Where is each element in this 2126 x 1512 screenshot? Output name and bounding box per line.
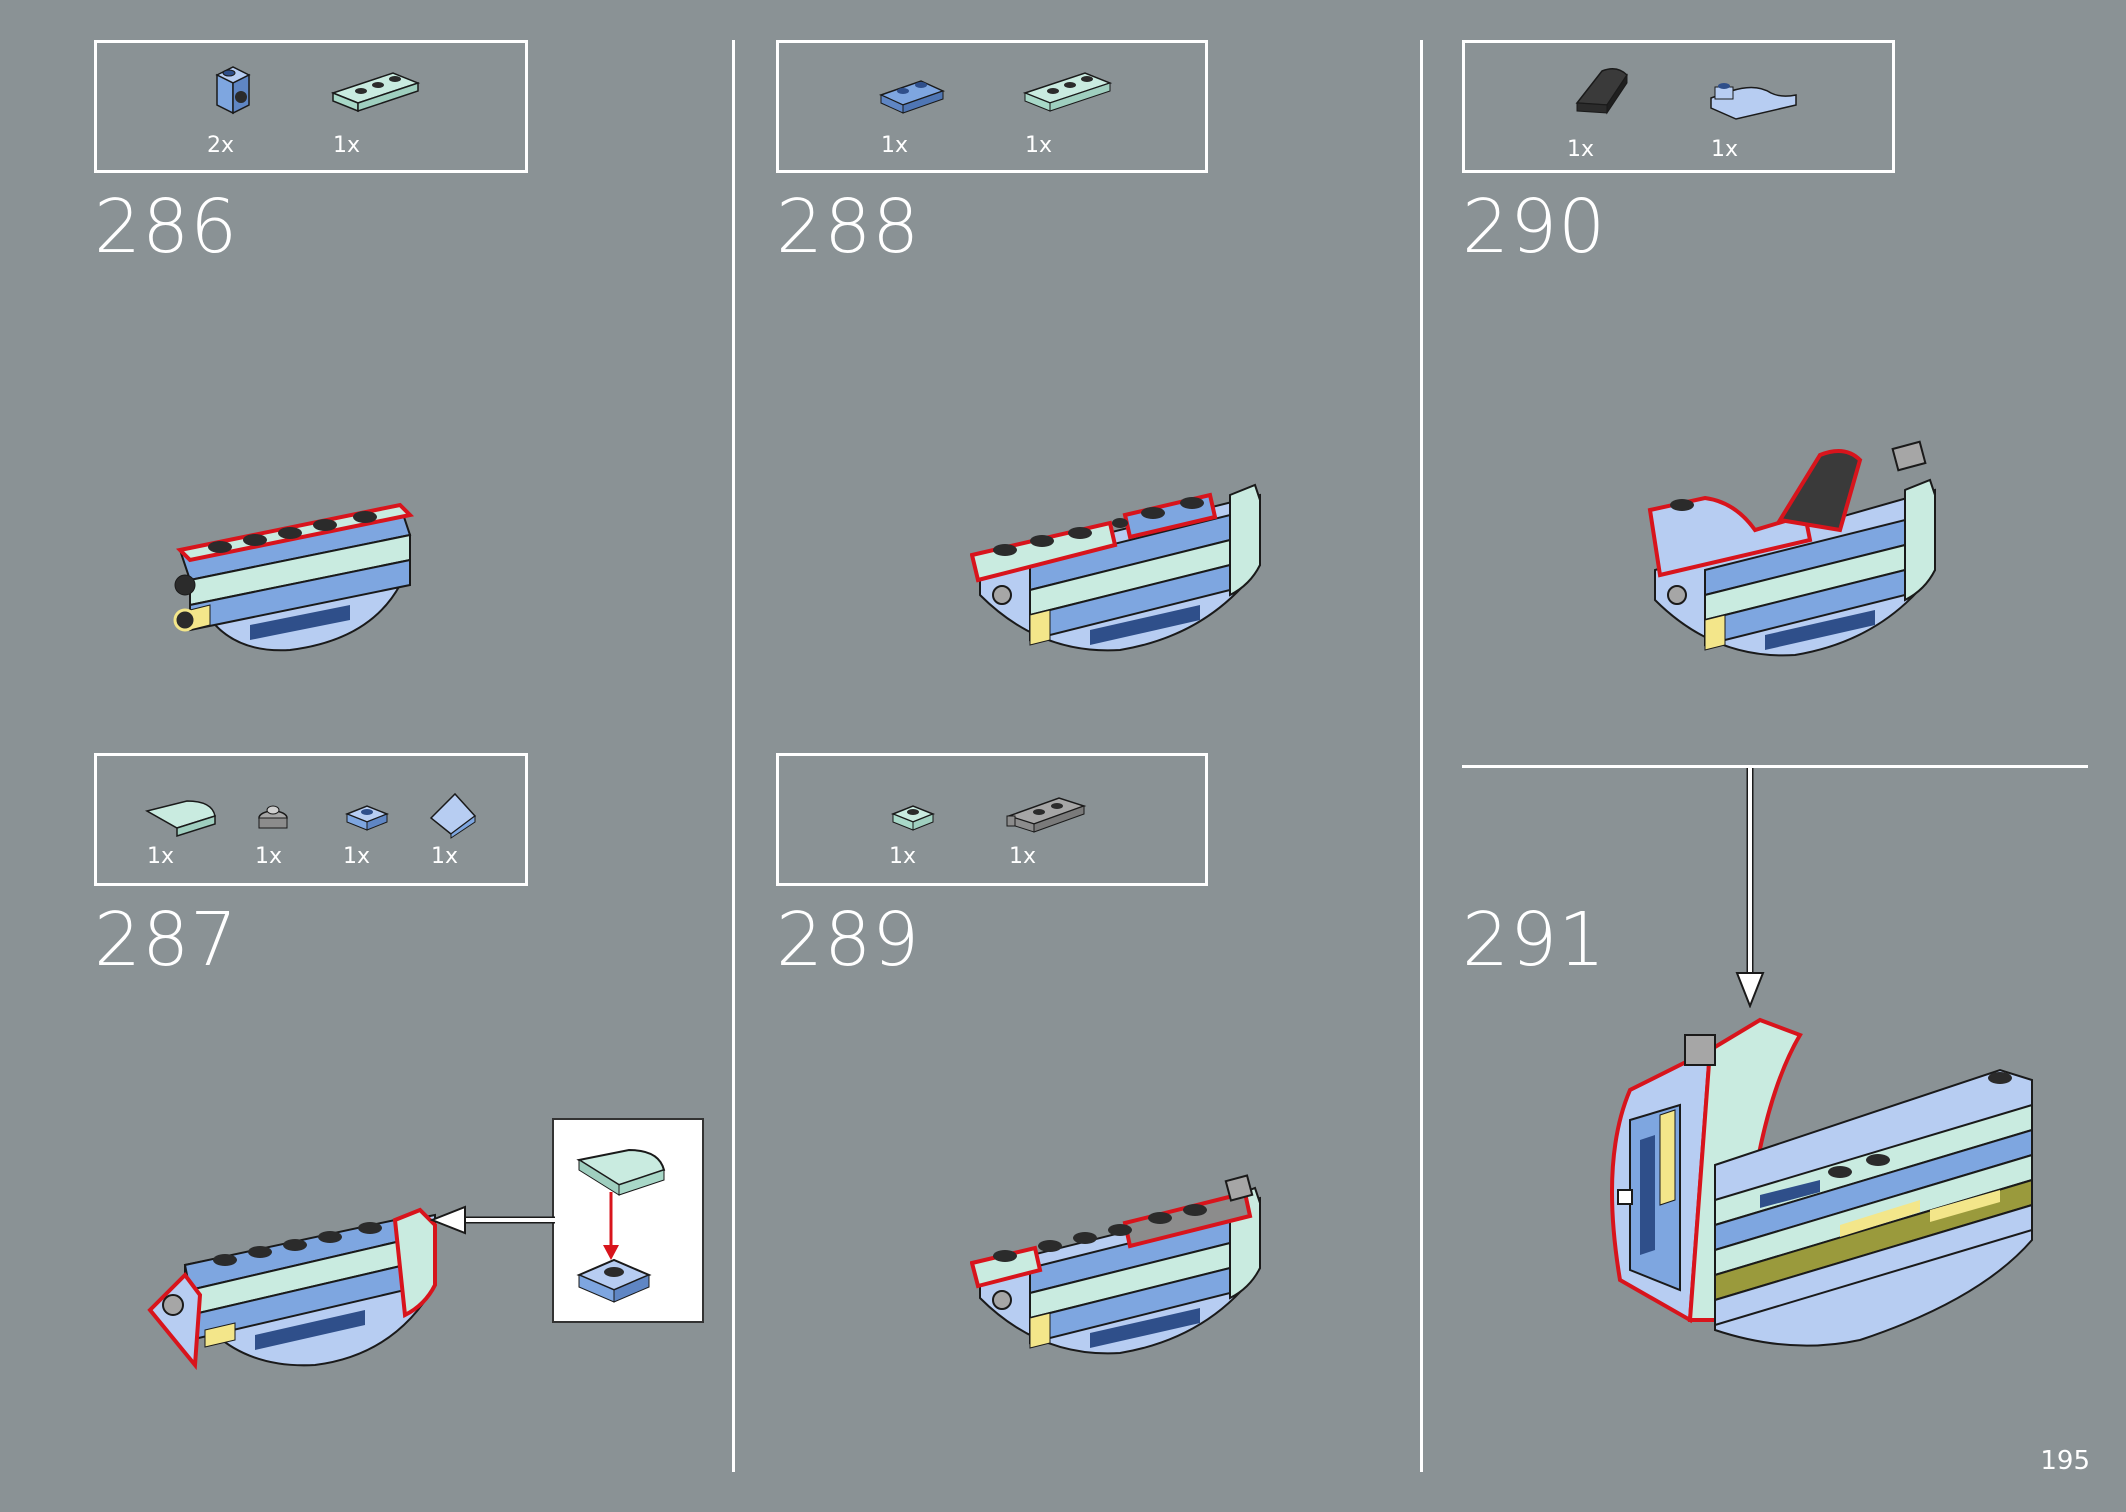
aqua-curved-slope-icon — [144, 800, 216, 838]
part-qty: 1x — [333, 133, 361, 158]
build-callout-287 — [552, 1118, 704, 1323]
model-290-icon — [1647, 440, 1936, 657]
model-286-icon — [173, 502, 415, 652]
model-288-icon — [970, 483, 1261, 652]
part-blue-plate-1x1: 1x — [333, 776, 443, 886]
step-number-289: 289 — [776, 897, 921, 983]
blue-plate-icon — [344, 805, 390, 831]
part-qty: 2x — [207, 133, 235, 158]
aqua-plate-icon — [1022, 72, 1113, 112]
part-aqua-plate-1x1: 1x — [879, 776, 989, 886]
callout-arrow-icon — [430, 1205, 555, 1235]
part-qty: 1x — [881, 133, 909, 158]
model-291-icon — [1610, 1017, 2033, 1347]
step-number-291: 291 — [1462, 897, 1607, 983]
part-qty: 1x — [343, 844, 371, 869]
part-qty: 1x — [147, 844, 175, 869]
page-number: 195 — [2040, 1446, 2090, 1476]
blue-curved-plate-icon — [1710, 83, 1797, 120]
black-curved-slope-icon — [1575, 68, 1628, 115]
parts-box-290: 1x 1x — [1462, 40, 1895, 173]
aqua-plate-icon — [330, 72, 421, 113]
blue-plate-1x2-icon — [878, 80, 946, 114]
part-qty: 1x — [1009, 844, 1037, 869]
blue-slope-icon — [429, 792, 477, 839]
part-blue-plate-1x2: 1x — [871, 53, 981, 163]
part-qty: 1x — [1711, 137, 1739, 162]
part-aqua-plate: 1x — [323, 53, 433, 163]
model-289-icon — [970, 1174, 1261, 1355]
step-divider-291 — [1462, 765, 2088, 768]
aqua-plate-1x1-icon — [890, 805, 936, 831]
parts-box-287: 1x 1x 1x 1x — [94, 753, 528, 886]
part-grey-round-plate: 1x — [245, 776, 355, 886]
part-grey-plate-clip: 1x — [999, 776, 1109, 886]
model-287-icon — [147, 1207, 437, 1371]
grey-round-plate-icon — [258, 805, 288, 829]
step-number-286: 286 — [94, 184, 239, 270]
part-qty: 1x — [255, 844, 283, 869]
part-qty: 1x — [1025, 133, 1053, 158]
column-divider-right — [1420, 40, 1423, 1472]
parts-box-288: 1x 1x — [776, 40, 1208, 173]
parts-box-286: 2x 1x — [94, 40, 528, 173]
parts-box-289: 1x 1x — [776, 753, 1208, 886]
blue-bracket-icon — [215, 66, 251, 115]
subassembly-icon — [576, 1148, 666, 1303]
assembly-arrow-icon — [1735, 768, 1765, 1008]
step-number-287: 287 — [94, 897, 239, 983]
step-number-288: 288 — [776, 184, 921, 270]
part-blue-slope: 1x — [421, 776, 531, 886]
step-number-290: 290 — [1462, 184, 1607, 270]
part-blue-bracket: 2x — [197, 53, 307, 163]
part-aqua-plate-1x3: 1x — [1015, 53, 1125, 163]
part-black-curved-slope: 1x — [1557, 53, 1667, 163]
part-qty: 1x — [431, 844, 459, 869]
column-divider-left — [732, 40, 735, 1472]
part-qty: 1x — [889, 844, 917, 869]
grey-plate-clip-icon — [1006, 797, 1087, 833]
part-aqua-curved-slope: 1x — [137, 776, 247, 886]
part-blue-curved-plate: 1x — [1701, 53, 1811, 163]
part-qty: 1x — [1567, 137, 1595, 162]
